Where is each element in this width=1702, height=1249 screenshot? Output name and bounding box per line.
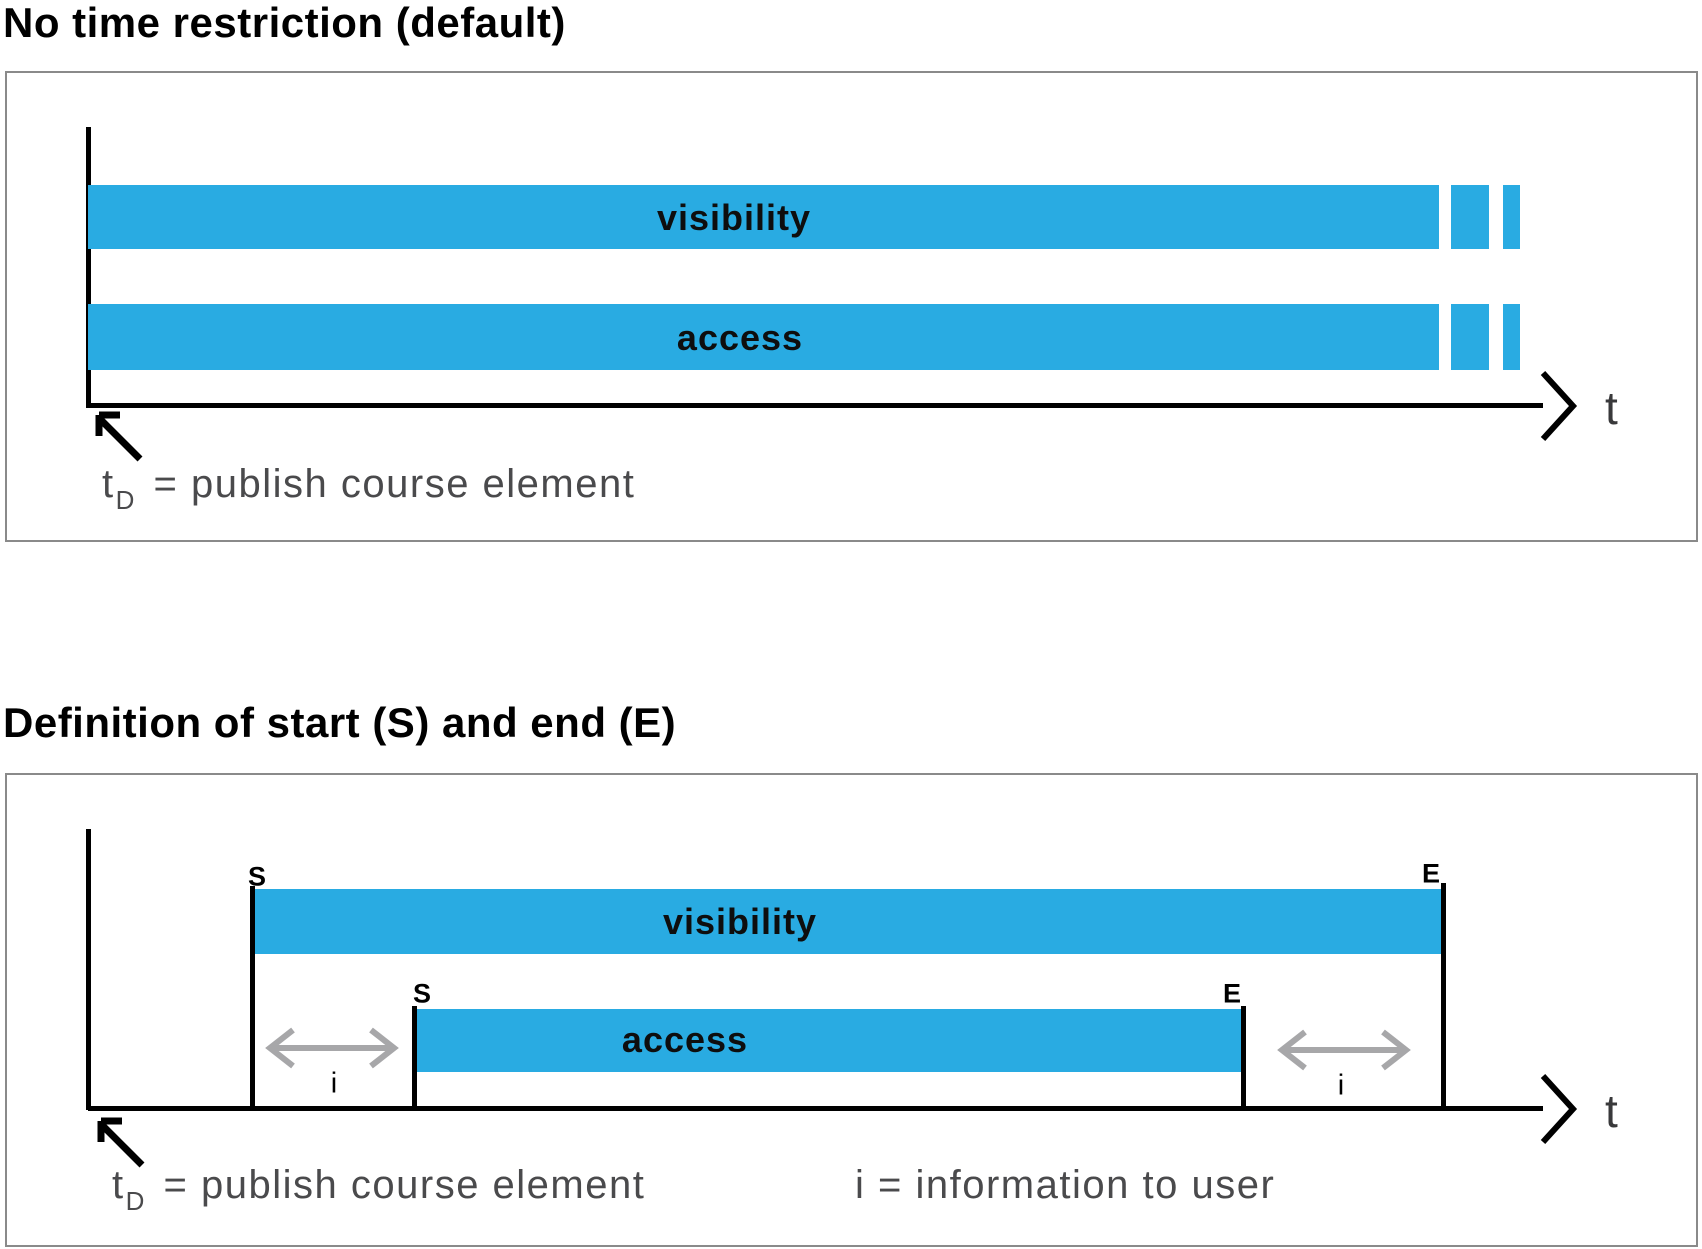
access-bar-dash-1 <box>1451 304 1489 370</box>
publish-annotation-subscript: D <box>115 485 136 515</box>
visibility-end-label: E <box>1421 858 1441 889</box>
interval-label-right: i <box>1337 1069 1345 1102</box>
visibility-bar-label: visibility <box>656 197 812 238</box>
diagram-start-end-definition: t S E visibility S E access i i tD = pu <box>5 773 1698 1247</box>
information-annotation: i = information to user <box>855 1165 1275 1205</box>
time-axis-line <box>88 403 1543 408</box>
access-bar <box>417 1009 1241 1072</box>
publish-annotation-symbol: t <box>102 462 115 506</box>
y-axis-line <box>86 829 91 1110</box>
y-axis-line <box>86 127 91 408</box>
interval-label-left: i <box>330 1067 338 1100</box>
visibility-start-label: S <box>247 861 267 892</box>
visibility-start-line <box>250 886 255 1111</box>
diagram-no-time-restriction: t visibility access tD = publish course … <box>5 71 1698 542</box>
publish-annotation-subscript: D <box>125 1186 146 1216</box>
time-axis-label: t <box>1605 382 1618 434</box>
access-bar-dash-2 <box>1503 304 1520 370</box>
time-axis-label: t <box>1605 1085 1618 1137</box>
visibility-bar-label: visibility <box>662 901 818 942</box>
publish-annotation-symbol: t <box>112 1163 125 1207</box>
access-start-label: S <box>412 978 432 1009</box>
publish-annotation: tD = publish course element <box>112 1163 646 1214</box>
visibility-bar-dash-2 <box>1503 185 1520 249</box>
section-title-no-time-restriction: No time restriction (default) <box>3 0 566 46</box>
publish-annotation-text: = publish course element <box>153 462 636 506</box>
time-axis-arrowhead-icon <box>1540 370 1578 442</box>
interval-double-arrow-left-icon <box>265 1027 399 1069</box>
publish-annotation-text: = publish course element <box>163 1163 646 1207</box>
origin-pointer-arrow-icon <box>95 411 143 462</box>
time-axis-arrowhead-icon <box>1540 1073 1578 1145</box>
visibility-bar <box>88 185 1439 249</box>
access-bar-label: access <box>621 1019 749 1060</box>
time-axis-line <box>88 1106 1543 1111</box>
access-start-line <box>412 1006 417 1111</box>
access-bar-label: access <box>676 317 804 358</box>
publish-annotation: tD = publish course element <box>102 462 636 513</box>
interval-double-arrow-right-icon <box>1277 1029 1411 1071</box>
section-title-start-end-definition: Definition of start (S) and end (E) <box>3 699 677 746</box>
access-end-label: E <box>1222 978 1242 1009</box>
information-annotation-text: = information to user <box>878 1163 1276 1207</box>
origin-pointer-arrow-icon <box>97 1117 145 1168</box>
visibility-end-line <box>1441 883 1446 1111</box>
access-end-line <box>1241 1006 1246 1111</box>
access-bar <box>88 304 1439 370</box>
information-annotation-symbol: i <box>855 1163 866 1207</box>
visibility-bar <box>255 889 1441 954</box>
visibility-bar-dash-1 <box>1451 185 1489 249</box>
